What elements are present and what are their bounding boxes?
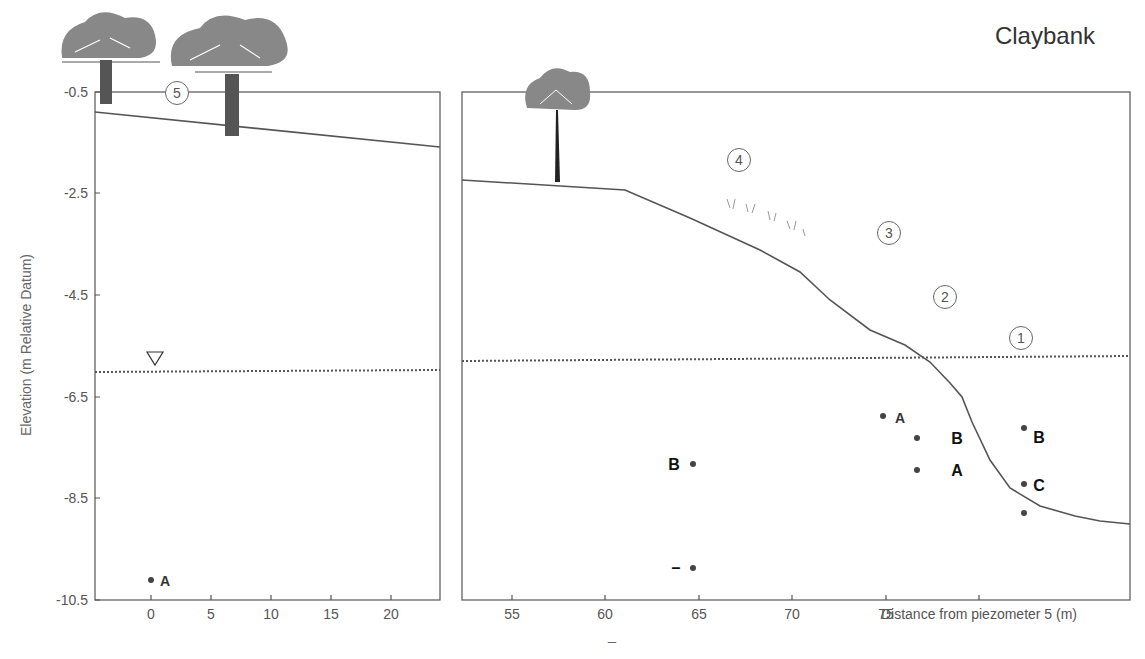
title-label: Claybank xyxy=(995,24,1095,48)
ground-line xyxy=(462,180,1130,524)
callout-circle: 1 xyxy=(1009,326,1033,350)
piezometer-label: A xyxy=(895,411,905,425)
callout-number: 2 xyxy=(941,290,949,304)
tick-label: -10.5 xyxy=(56,593,88,607)
callout-number: 3 xyxy=(885,226,893,240)
axis-title: Elevation (m Relative Datum) xyxy=(19,254,33,436)
callout-circle: 5 xyxy=(165,81,189,105)
callout-circle: 3 xyxy=(877,221,901,245)
tick-label: 60 xyxy=(597,607,613,621)
piezometer-label: – xyxy=(608,633,616,648)
left-frame xyxy=(95,92,440,600)
tick-label: 10 xyxy=(263,607,279,621)
tree xyxy=(61,12,160,104)
tree xyxy=(525,68,590,182)
tick-label: -8.5 xyxy=(64,491,88,505)
tick-label: -4.5 xyxy=(64,288,88,302)
water-table xyxy=(95,370,440,372)
piezometer-label: B xyxy=(668,457,680,473)
tick-label: 15 xyxy=(323,607,339,621)
grass xyxy=(727,199,805,236)
right-frame xyxy=(462,92,1130,600)
piezometer-label: B xyxy=(951,431,963,447)
callout-number: 4 xyxy=(735,153,743,167)
tick-label: 5 xyxy=(207,607,215,621)
tick-label: 0 xyxy=(147,607,155,621)
piezometer-label: A xyxy=(160,574,170,588)
tree xyxy=(171,16,288,137)
tick-label: -6.5 xyxy=(64,390,88,404)
tick-label: 20 xyxy=(383,607,399,621)
tick-label: 70 xyxy=(784,607,800,621)
ground-line xyxy=(95,112,440,147)
piezometer-label: B xyxy=(1033,430,1045,446)
tick-label: -2.5 xyxy=(64,186,88,200)
piezometer-label: C xyxy=(1033,478,1045,494)
water-table xyxy=(462,356,1130,361)
tick-label: 55 xyxy=(504,607,520,621)
water-table-symbol xyxy=(147,352,163,365)
callout-circle: 2 xyxy=(933,285,957,309)
tick-label: 65 xyxy=(691,607,707,621)
callout-number: 1 xyxy=(1017,331,1025,345)
piezometer-label: A xyxy=(951,463,963,479)
piezometer-label: – xyxy=(672,560,681,576)
tick-label: -0.5 xyxy=(64,85,88,99)
callout-circle: 4 xyxy=(727,148,751,172)
callout-number: 5 xyxy=(173,86,181,100)
axis-title: Distance from piezometer 5 (m) xyxy=(881,607,1077,621)
